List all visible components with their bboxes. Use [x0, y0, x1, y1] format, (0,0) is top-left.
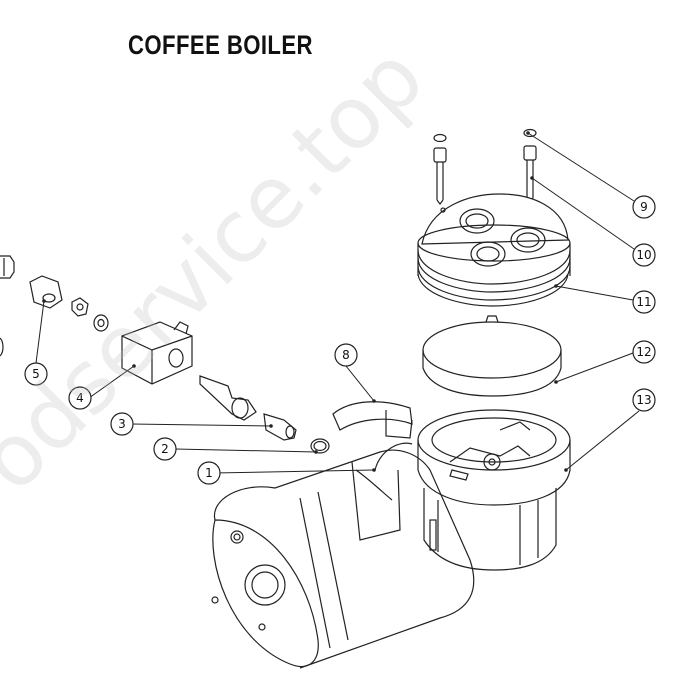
callout-2: 2 [153, 437, 177, 461]
washer-small [71, 297, 89, 317]
callout-number: 12 [636, 345, 651, 359]
leader-dots [42, 131, 568, 472]
valve-stem [199, 375, 257, 421]
heating-flange [417, 409, 571, 571]
callout-number: 3 [118, 417, 126, 431]
o-ring [310, 438, 330, 454]
washer-ring [93, 314, 109, 332]
callout-1: 1 [197, 461, 221, 485]
callout-number: 11 [636, 295, 651, 309]
callout-number: 4 [76, 391, 84, 405]
left-edge-callout-fragment [0, 337, 4, 357]
callout-number: 9 [640, 200, 648, 214]
callout-number: 5 [32, 367, 40, 381]
nut [29, 275, 63, 309]
page-title: COFFEE BOILER [128, 30, 313, 60]
callout-10: 10 [632, 243, 656, 267]
boiler-cover [417, 193, 571, 307]
boiler-body [211, 442, 475, 669]
callout-11: 11 [632, 290, 656, 314]
callout-13: 13 [632, 388, 656, 412]
screw-left [433, 133, 447, 205]
fitting [263, 413, 297, 441]
callout-number: 2 [161, 442, 169, 456]
callout-4: 4 [68, 386, 92, 410]
fitting-far-left [0, 255, 15, 279]
callout-3: 3 [110, 412, 134, 436]
callout-number: 1 [205, 466, 213, 480]
callout-number: 13 [636, 393, 651, 407]
solenoid-coil [121, 321, 193, 385]
callout-5: 5 [24, 362, 48, 386]
bracket [332, 401, 413, 439]
callout-number: 8 [342, 348, 350, 362]
gasket-ring [422, 315, 562, 397]
callout-8: 8 [334, 343, 358, 367]
callout-12: 12 [632, 340, 656, 364]
callout-9: 9 [632, 195, 656, 219]
screw-right [523, 128, 537, 203]
callout-number: 10 [636, 248, 651, 262]
leader-lines [35, 132, 640, 474]
